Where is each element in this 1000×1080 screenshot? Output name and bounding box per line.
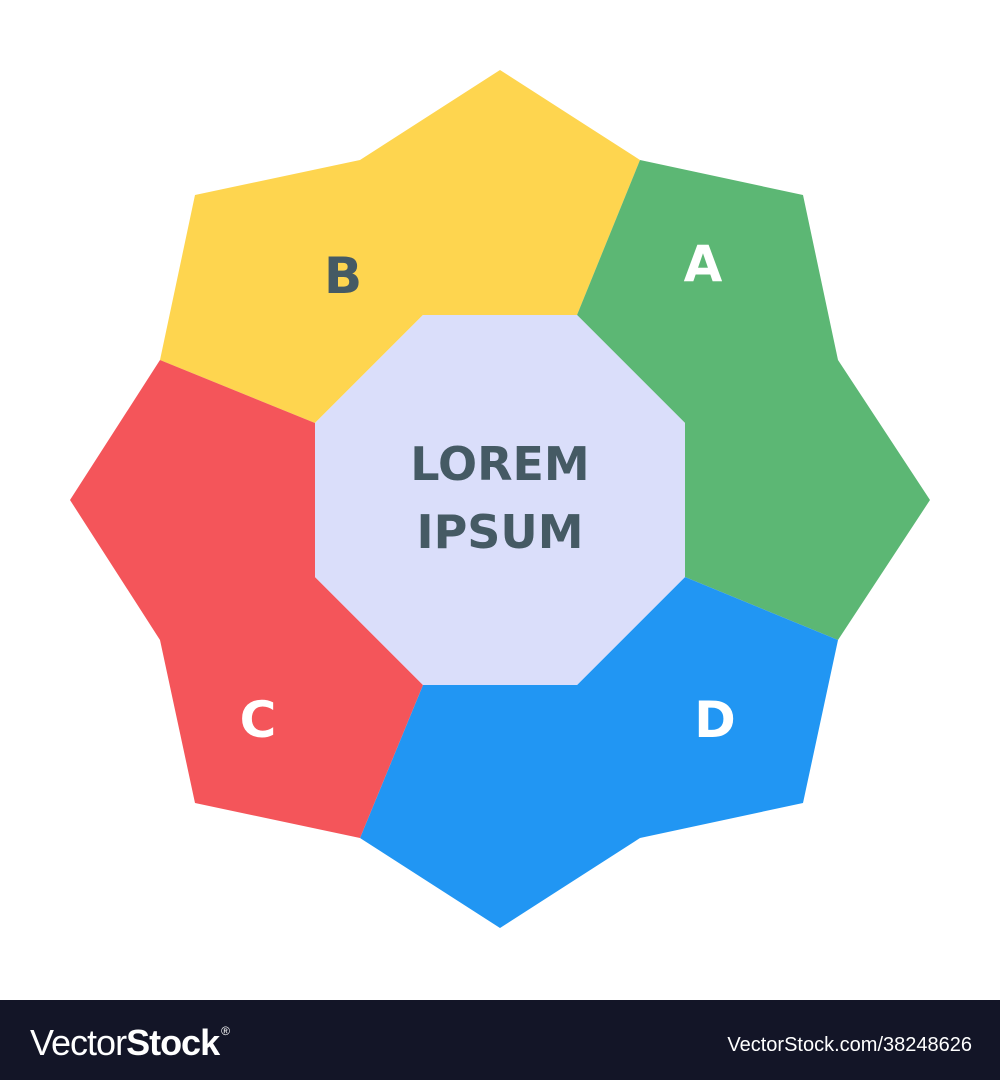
brand-bold: Stock	[126, 1022, 220, 1063]
segment-b-label: B	[324, 247, 362, 305]
brand-logo: VectorStock®	[30, 1022, 230, 1064]
brand-light: Vector	[30, 1022, 127, 1063]
segment-c	[70, 360, 423, 838]
segment-c-label: C	[240, 691, 277, 749]
segment-b	[160, 70, 640, 423]
watermark-footer: VectorStock® VectorStock.com/38248626	[0, 1000, 1000, 1080]
center-octagon	[315, 315, 685, 685]
segment-d	[360, 577, 838, 928]
image-reference: VectorStock.com/38248626	[727, 1034, 972, 1056]
center-title-line2: IPSUM	[416, 505, 583, 559]
segment-a	[577, 160, 930, 640]
octagon-star-diagram: A B C D LOREM IPSUM	[70, 70, 930, 928]
registered-mark: ®	[221, 1024, 230, 1038]
center-title-line1: LOREM	[410, 437, 589, 491]
segment-a-label: A	[684, 235, 723, 293]
segment-d-label: D	[694, 691, 736, 749]
